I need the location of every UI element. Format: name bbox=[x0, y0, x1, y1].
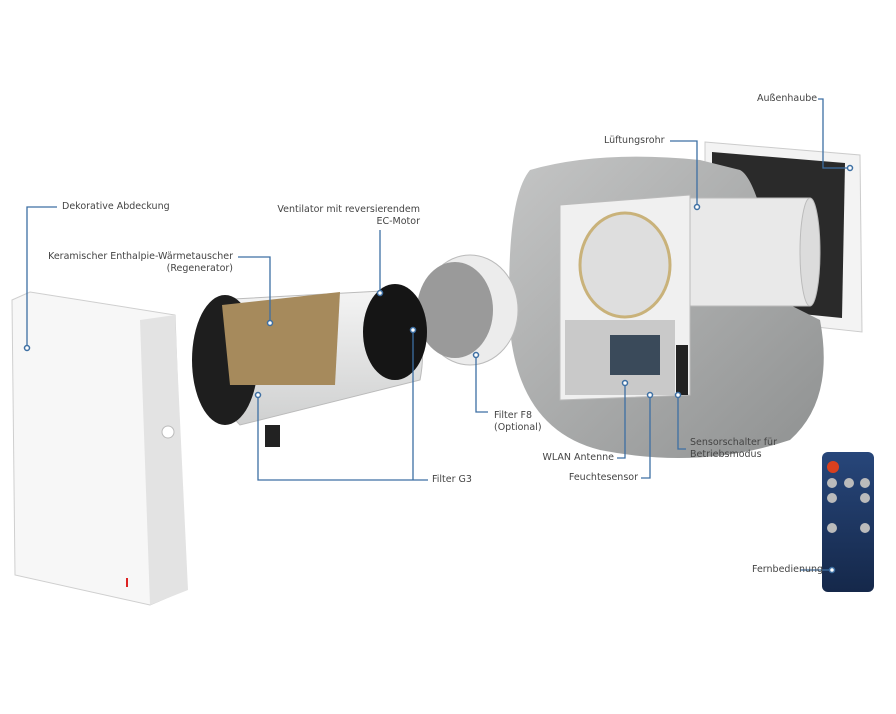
label-remote: Fernbedienung bbox=[752, 564, 824, 575]
label-regenerator: Keramischer Enthalpie-Wärmetauscher(Rege… bbox=[48, 251, 233, 275]
remote-control bbox=[822, 452, 874, 592]
decorative-cover bbox=[11, 291, 188, 606]
unit-front-panel bbox=[559, 194, 691, 401]
label-regenerator-line1: Keramischer Enthalpie-Wärmetauscher bbox=[48, 251, 233, 262]
heat-exchanger-cylinder bbox=[192, 284, 427, 447]
leader-lines bbox=[26, 98, 850, 571]
filter-f8 bbox=[417, 254, 519, 366]
leader-dots bbox=[23, 164, 854, 574]
label-filter-f8-line2: (Optional) bbox=[494, 422, 542, 433]
label-sensor-line2: Betriebsmodus bbox=[690, 449, 762, 460]
label-humidity: Feuchtesensor bbox=[568, 472, 638, 483]
label-fan-line1: Ventilator mit reversierendem bbox=[277, 204, 420, 215]
label-sensor-line1: Sensorschalter für bbox=[690, 437, 777, 448]
label-cover: Dekorative Abdeckung bbox=[62, 201, 170, 212]
label-tube: Lüftungsrohr bbox=[604, 135, 665, 146]
label-filter-f8-line1: Filter F8 bbox=[494, 410, 533, 421]
label-filter-f8: Filter F8(Optional) bbox=[494, 410, 542, 434]
label-fan-line2: EC-Motor bbox=[376, 216, 420, 227]
label-hood: Außenhaube bbox=[757, 93, 818, 104]
label-regenerator-line2: (Regenerator) bbox=[166, 263, 233, 274]
label-wlan: WLAN Antenne bbox=[542, 452, 614, 463]
label-filter-g3: Filter G3 bbox=[432, 474, 472, 485]
